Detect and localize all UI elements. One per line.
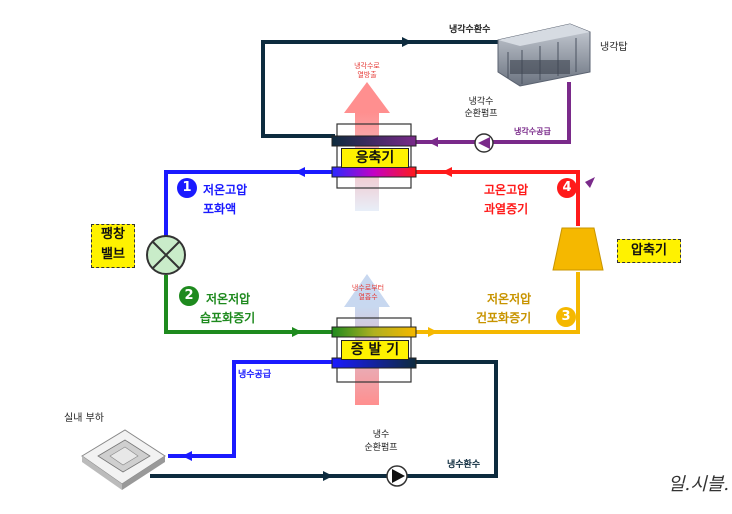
state-3-label: 저온저압 건포화증기 — [475, 292, 532, 326]
arrow-icon — [428, 137, 438, 147]
chilled-water-pump-icon — [386, 465, 408, 487]
cooling-water-pump-label: 냉각수 순환펌프 — [464, 97, 498, 120]
state-4-label: 고온고압 과열증기 — [484, 183, 529, 217]
arrow-icon — [323, 471, 333, 481]
refrigerant-superheated-pipe — [415, 170, 580, 226]
evaporator-label: 증 발 기 — [341, 340, 409, 360]
heat-absorb-label: 냉수로부터 열흡수 — [351, 284, 385, 301]
heat-release-label: 냉각수로 열방출 — [354, 62, 380, 79]
cooling-water-supply-label: 냉각수공급 — [514, 127, 551, 136]
refrigerant-dry-vapor-pipe — [414, 272, 580, 334]
cooling-water-pump-icon — [474, 133, 494, 153]
expansion-valve-label: 팽창 밸브 — [91, 224, 135, 268]
state-4-badge: 4 — [557, 178, 577, 198]
indoor-unit-icon — [81, 429, 166, 490]
state-2-badge: 2 — [179, 286, 199, 306]
condenser-label: 응축기 — [341, 148, 409, 168]
cooling-tower-label: 냉각탑 — [600, 42, 628, 53]
compressor-icon — [552, 227, 604, 271]
chilled-water-return-label: 냉수환수 — [447, 460, 481, 470]
cooling-water-return-label: 냉각수환수 — [449, 25, 491, 35]
cooling-tower-icon — [497, 23, 591, 87]
chilled-water-supply-pipe — [168, 360, 333, 458]
arrow-icon — [292, 327, 302, 337]
state-1-label: 저온고압 포화액 — [203, 183, 248, 217]
state-2-label: 저온저압 습포화증기 — [200, 292, 256, 326]
arrow-icon — [182, 451, 192, 461]
refrigerant-wet-vapor-pipe — [164, 275, 333, 334]
arrow-icon — [402, 37, 412, 47]
compressor-label: 압축기 — [617, 239, 681, 263]
arrow-icon — [428, 327, 438, 337]
cooling-water-supply-pipe — [415, 82, 571, 144]
arrow-icon — [295, 167, 305, 177]
indoor-load-label: 실내 부하 — [64, 413, 104, 424]
chilled-water-return-pipe — [150, 360, 498, 478]
chilled-water-pump-label: 냉수 순환펌프 — [364, 430, 398, 453]
expansion-valve-icon — [146, 235, 186, 275]
arrow-icon — [442, 167, 452, 177]
refrigerant-liquid-pipe — [164, 170, 333, 236]
state-3-badge: 3 — [556, 307, 576, 327]
arrow-icon — [585, 177, 595, 188]
chilled-water-supply-label: 냉수공급 — [238, 370, 272, 380]
watermark-signature: 일.시블. — [668, 474, 730, 495]
state-1-badge: 1 — [177, 178, 197, 198]
